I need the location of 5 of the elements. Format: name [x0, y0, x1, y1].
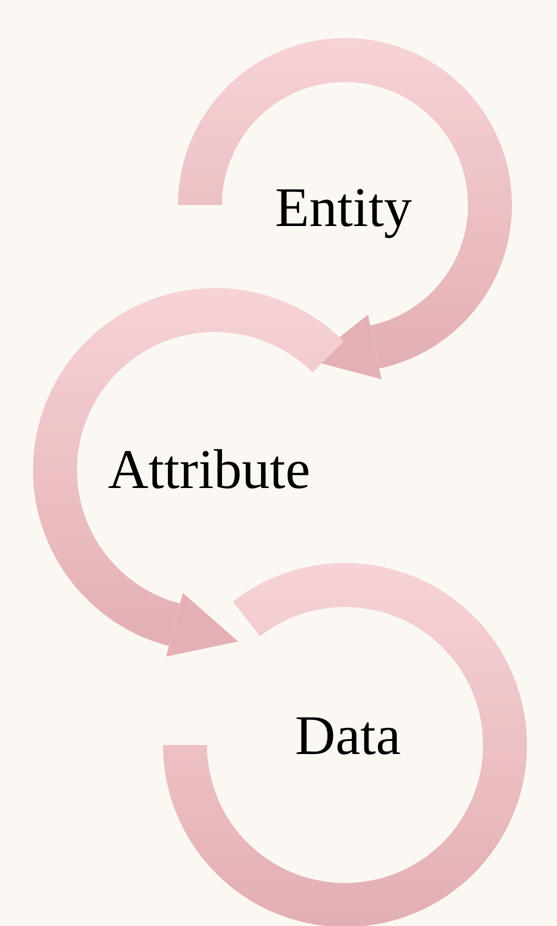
curved-arrow — [178, 38, 512, 379]
curved-arrow — [33, 288, 343, 656]
node-label: Data — [295, 708, 401, 764]
node-label: Entity — [275, 180, 412, 236]
node-label: Attribute — [108, 442, 310, 498]
